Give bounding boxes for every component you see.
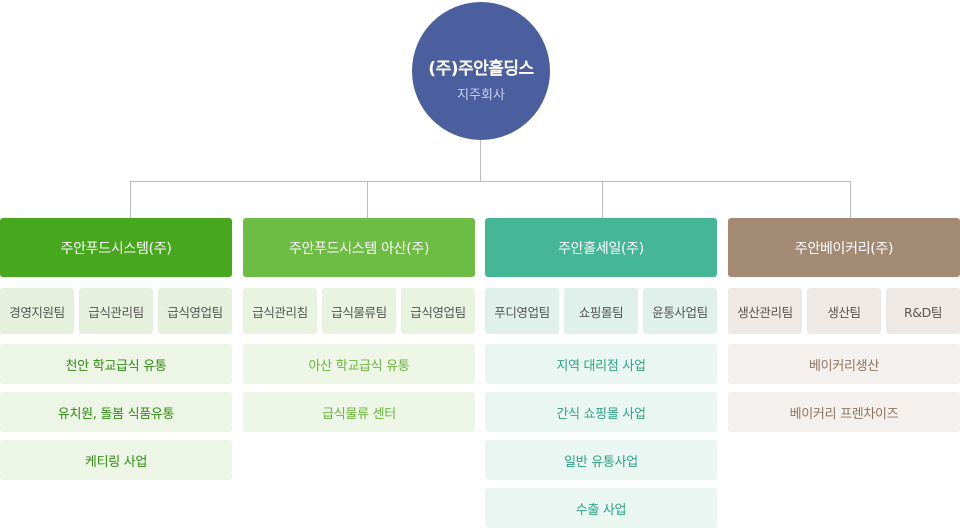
business-box: 천안 학교급식 유통 [0,344,232,384]
business-box: 아산 학교급식 유통 [243,344,475,384]
business-box: 수출 사업 [485,488,717,528]
business-box: 케티링 사업 [0,440,232,480]
business-box: 간식 쇼핑몰 사업 [485,392,717,432]
business-box: 지역 대리점 사업 [485,344,717,384]
company-node-2: 주안푸드시스템 아산(주) [243,218,475,277]
connector-company-1 [130,181,131,218]
business-box: 베이커리생산 [728,344,960,384]
business-box: 급식물류 센터 [243,392,475,432]
team-box: 푸디영업팀 [485,288,559,334]
company-node-4: 주안베이커리(주) [728,218,960,277]
team-box: 급식영업팀 [158,288,232,334]
connector-company-2 [367,181,368,218]
connector-horizontal [130,181,851,182]
business-box: 베이커리 프렌차이즈 [728,392,960,432]
company-node-3: 주안홀세일(주) [485,218,717,277]
connector-root-down [480,140,481,182]
team-box: 경영지원팀 [0,288,74,334]
holding-company-subtitle: 지주회사 [457,88,505,103]
team-box: 급식관리침 [243,288,317,334]
team-box: 급식물류팀 [322,288,396,334]
connector-company-3 [602,181,603,218]
connector-company-4 [850,181,851,218]
holding-company-node: (주)주안홀딩스 지주회사 [412,2,550,140]
team-box: 급식영업팀 [401,288,475,334]
team-box: 윤통사업팀 [643,288,717,334]
team-box: 생산관리팀 [728,288,802,334]
company-node-1: 주안푸드시스템(주) [0,218,232,277]
team-box: 생산팀 [807,288,881,334]
holding-company-name: (주)주안홀딩스 [428,59,534,79]
business-box: 유치원, 돌봄 식품유통 [0,392,232,432]
team-box: R&D팀 [886,288,960,334]
team-box: 급식관리팀 [79,288,153,334]
business-box: 일반 유통사업 [485,440,717,480]
team-box: 쇼핑몰팀 [564,288,638,334]
